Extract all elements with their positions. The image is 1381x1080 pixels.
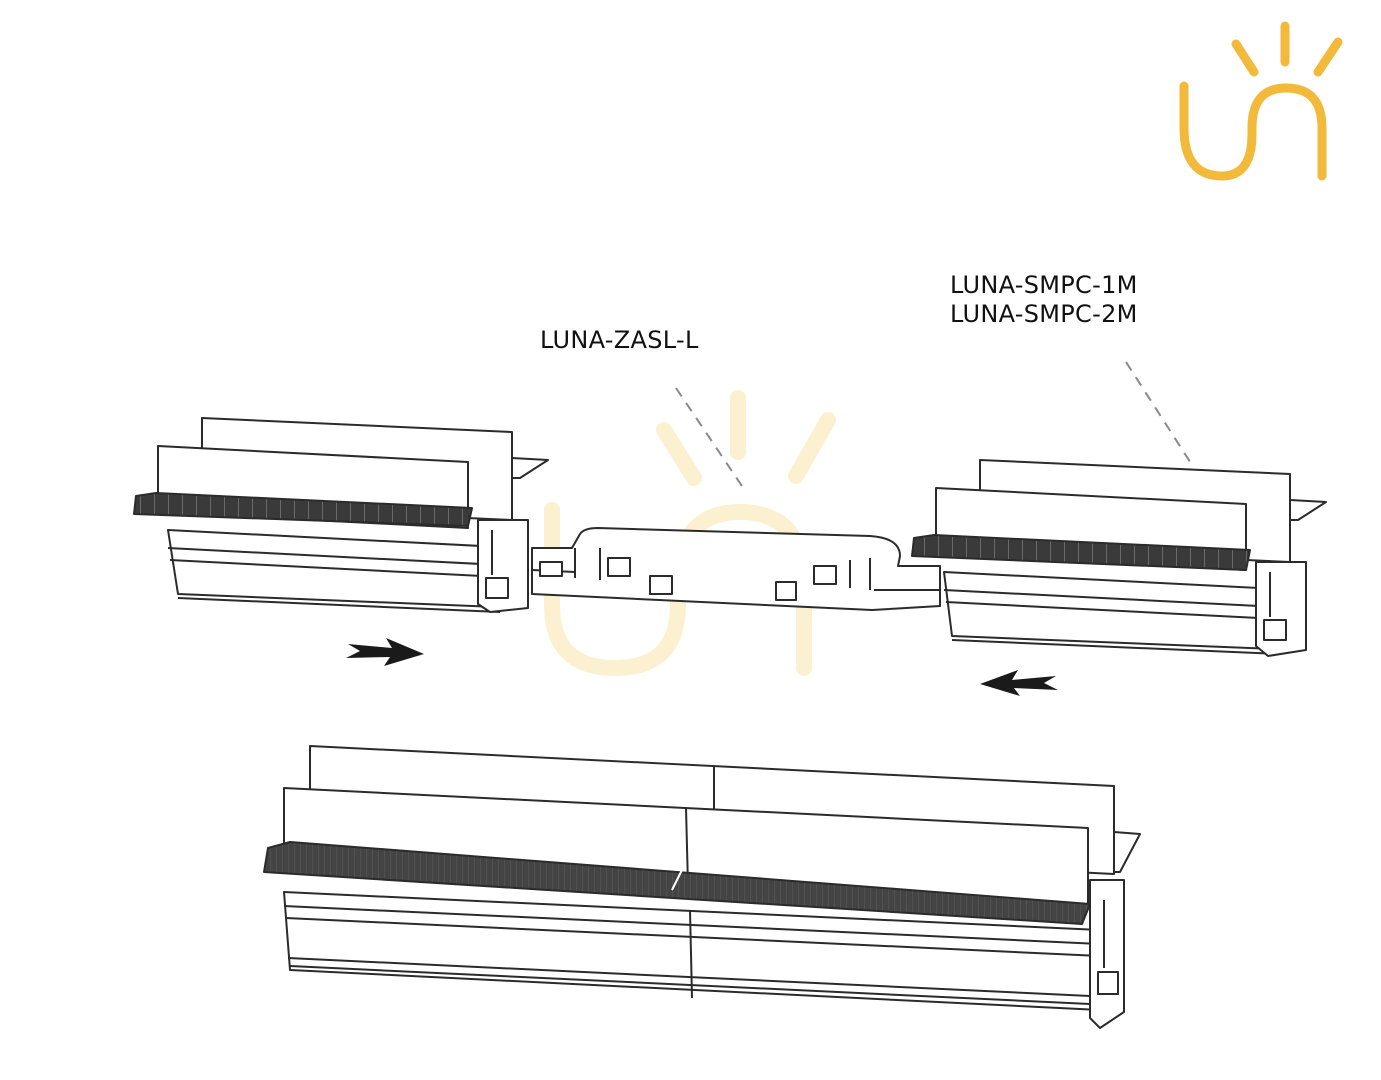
- profile-left: [133, 417, 549, 613]
- arrow-right-icon: [346, 638, 424, 666]
- profile-label-1m: LUNA-SMPC-1M: [950, 271, 1138, 299]
- leader-lines: [675, 361, 1195, 493]
- profile-label-2m: LUNA-SMPC-2M: [950, 300, 1138, 328]
- leader-line-connector: [675, 387, 747, 493]
- profile-right: [911, 459, 1327, 657]
- sun-un-logo-icon: [1179, 21, 1343, 181]
- assembled-profile: [263, 745, 1141, 1029]
- connector-label: LUNA-ZASL-L: [540, 326, 699, 354]
- leader-line-profile: [1125, 361, 1195, 469]
- connector-zasl: [531, 527, 941, 611]
- profile-label: LUNA-SMPC-1M LUNA-SMPC-2M: [950, 271, 1138, 329]
- arrow-left-icon: [980, 670, 1058, 696]
